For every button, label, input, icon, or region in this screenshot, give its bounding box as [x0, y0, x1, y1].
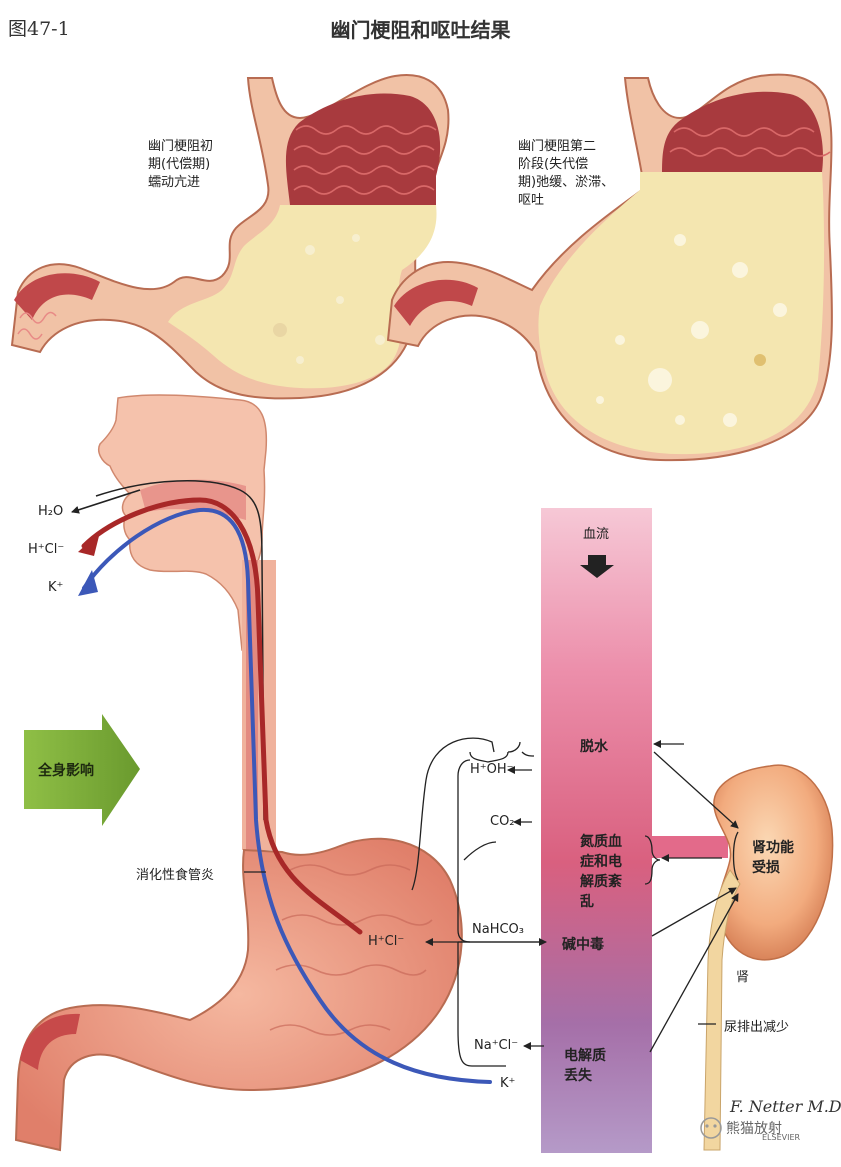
k-vomit-path: [82, 507, 492, 1084]
kidney-label: 肾: [736, 970, 750, 985]
stomach-early-illustration: [10, 74, 450, 400]
figure-title: 幽门梗阻和呕吐结果: [330, 18, 511, 42]
renal-vessel: [652, 836, 728, 858]
blood-flow-column: [541, 508, 652, 1153]
k-label: K⁺: [500, 1076, 516, 1091]
water-path: [95, 480, 265, 821]
wechat-handle: 熊猫放射: [726, 1121, 782, 1137]
electrolyte-loss-label: 电解质 丢失: [564, 1048, 606, 1084]
stomach-late-caption: 幽门梗阻第二 阶段(失代偿 期)弛缓、淤滞、 呕吐: [518, 139, 615, 208]
stomach-late-illustration: [386, 73, 833, 462]
gastric-hcl-label: H⁺Cl⁻: [368, 934, 405, 949]
systemic-effects-arrow: [24, 714, 140, 826]
figure-number: 图47-1: [8, 18, 70, 40]
nacl-label: Na⁺Cl⁻: [474, 1038, 519, 1053]
vomit-k-label: K⁺: [48, 580, 64, 595]
esophagitis-label: 消化性食管炎: [136, 868, 215, 883]
hcl-vomit-path: [81, 497, 363, 935]
kidney-illustration: [703, 764, 834, 1151]
azotemia-label: 氮质血 症和电 解质紊 乱: [580, 834, 622, 910]
dehydration-label: 脱水: [580, 739, 608, 755]
nahco3-label: NaHCO₃: [472, 922, 524, 937]
alkalosis-label: 碱中毒: [562, 937, 604, 953]
hcl-arrowhead: [78, 532, 100, 556]
lower-stomach-illustration: [14, 837, 463, 1152]
stomach-early-caption: 幽门梗阻初 期(代偿期) 蠕动亢进: [148, 139, 214, 190]
oliguria-label: 尿排出减少: [724, 1020, 790, 1035]
k-arrowhead: [78, 570, 98, 596]
h2o-arrow: [71, 489, 141, 514]
wechat-icon: [700, 1117, 722, 1139]
blood-flow-down-arrow: [580, 555, 614, 578]
netter-signature: F. Netter M.D.: [729, 1097, 841, 1116]
co2-label: CO₂: [490, 814, 515, 829]
elsevier-mark: ELSEVIER: [762, 1133, 801, 1142]
blood-flow-label: 血流: [583, 527, 610, 542]
renal-impairment-label: 肾功能 受损: [752, 840, 794, 876]
vomit-hcl-label: H⁺Cl⁻: [28, 542, 65, 557]
vomit-h2o-label: H₂O: [38, 504, 64, 519]
systemic-effects-label: 全身影响: [38, 763, 94, 779]
reaction-connectors: [244, 737, 739, 1067]
h-oh-label: H⁺OH⁻: [470, 762, 514, 777]
